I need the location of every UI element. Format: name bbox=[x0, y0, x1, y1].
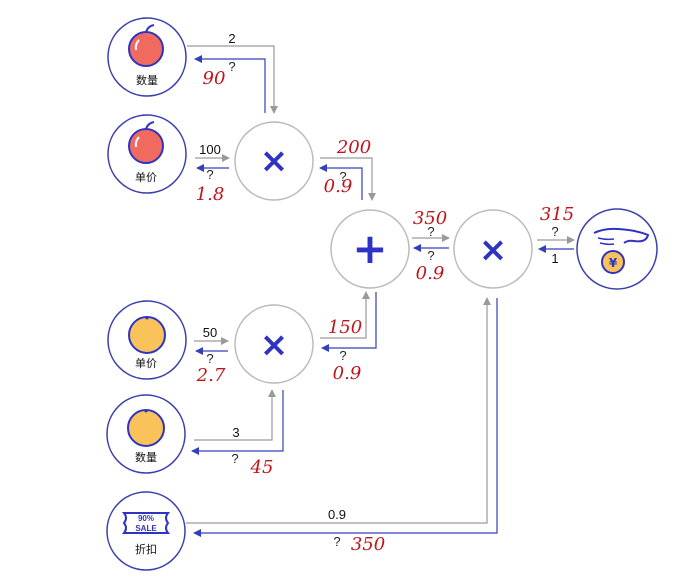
grad-apple-total: 0.9 bbox=[324, 176, 353, 197]
edge-orange-quantity-forward bbox=[194, 389, 276, 441]
multiply-icon: × bbox=[260, 325, 289, 365]
value-orange-total: 150 bbox=[328, 317, 362, 338]
apple-quantity-node: 数量 bbox=[107, 17, 187, 97]
orange-price-node: 单价 bbox=[107, 300, 187, 380]
mul-apple-node: × bbox=[234, 121, 314, 201]
edge-apple-total-backward bbox=[319, 164, 363, 200]
multiply-icon: × bbox=[479, 230, 508, 270]
orange-quantity-node: 数量 bbox=[106, 394, 186, 474]
payment-node: ¥ bbox=[576, 208, 658, 290]
value-discount: 0.9 bbox=[328, 507, 346, 522]
edge-discount-forward bbox=[186, 297, 491, 524]
value-orange-quantity: 3 bbox=[232, 425, 239, 440]
grad-placeholder-orange-price: ? bbox=[206, 351, 213, 366]
grad-final: 1 bbox=[551, 251, 558, 266]
value-apple-total: 200 bbox=[336, 137, 371, 158]
grad-placeholder-discount: ? bbox=[333, 534, 340, 549]
value-apple-price: 100 bbox=[199, 142, 221, 157]
edge-orange-quantity-backward bbox=[191, 390, 284, 455]
mul-orange-node: × bbox=[234, 304, 314, 384]
edge-orange-total-backward bbox=[321, 292, 377, 352]
edge-apple-quantity-forward bbox=[187, 45, 278, 114]
plus-icon: + bbox=[352, 224, 387, 273]
apple-icon bbox=[128, 24, 164, 67]
grad-orange-total: 0.9 bbox=[333, 363, 362, 384]
grad-placeholder-apple-quantity: ? bbox=[228, 59, 235, 74]
hand-coin-yen-icon: ¥ bbox=[593, 227, 650, 274]
grad-orange-price: 2.7 bbox=[196, 365, 226, 386]
apple-icon bbox=[128, 121, 164, 164]
grad-placeholder-apple-price: ? bbox=[206, 167, 213, 182]
add-node: + bbox=[330, 209, 410, 289]
value-sum: 350 bbox=[413, 208, 447, 229]
grad-sum: 0.9 bbox=[416, 263, 445, 284]
edge-apple-quantity-backward bbox=[194, 55, 266, 113]
grad-apple-quantity: 90 bbox=[203, 68, 226, 89]
sale-badge-top: 90% bbox=[138, 514, 154, 523]
sale-tag-icon: 90% SALE bbox=[121, 512, 171, 534]
value-apple-quantity: 2 bbox=[228, 31, 235, 46]
grad-placeholder-apple-total: ? bbox=[339, 169, 346, 184]
grad-placeholder-sum-b: ? bbox=[427, 248, 434, 263]
sale-badge-bottom: SALE bbox=[135, 524, 157, 533]
discount-label: 折扣 bbox=[135, 542, 157, 556]
grad-discount: 350 bbox=[351, 534, 385, 555]
grad-apple-price: 1.8 bbox=[196, 184, 225, 205]
grad-placeholder-orange-quantity: ? bbox=[231, 451, 238, 466]
grad-placeholder-final: ? bbox=[551, 224, 558, 239]
orange-quantity-label: 数量 bbox=[135, 451, 157, 464]
orange-icon bbox=[127, 409, 165, 447]
orange-price-label: 单价 bbox=[135, 357, 157, 370]
apple-price-label: 单价 bbox=[135, 171, 157, 184]
discount-node: 90% SALE 折扣 bbox=[106, 491, 186, 571]
edge-discount-backward bbox=[193, 298, 498, 537]
edge-apple-total-forward bbox=[320, 157, 376, 201]
value-final: 315 bbox=[540, 204, 574, 225]
grad-placeholder-orange-total: ? bbox=[339, 348, 346, 363]
orange-icon bbox=[128, 316, 166, 354]
apple-price-node: 单价 bbox=[107, 114, 187, 194]
yen-symbol: ¥ bbox=[609, 256, 618, 270]
mul-total-node: × bbox=[453, 209, 533, 289]
multiply-icon: × bbox=[260, 141, 289, 181]
grad-placeholder-sum-a: ? bbox=[427, 224, 434, 239]
value-orange-price: 50 bbox=[203, 325, 217, 340]
edge-orange-total-forward bbox=[320, 291, 370, 339]
apple-quantity-label: 数量 bbox=[136, 74, 158, 87]
grad-orange-quantity: 45 bbox=[250, 457, 274, 478]
